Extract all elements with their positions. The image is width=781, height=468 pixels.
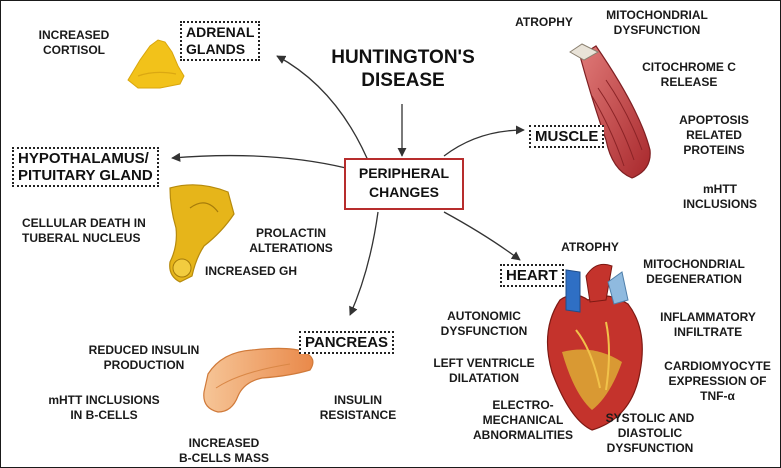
adrenal-gland-icon [128,40,184,88]
effect-mhtt-b-cells: mHTT INCLUSIONS IN B-CELLS [38,393,170,423]
pancreas-box: PANCREAS [299,331,394,354]
effect-systolic: SYSTOLIC AND DIASTOLIC DYSFUNCTION [592,411,708,456]
effect-muscle-mhtt: mHTT INCLUSIONS [676,182,764,212]
disease-title: HUNTINGTON'S DISEASE [318,46,488,92]
effect-inflammatory: INFLAMMATORY INFILTRATE [646,310,770,340]
effect-prolactin: PROLACTIN ALTERATIONS [236,226,346,256]
arrow-to-heart [444,212,520,260]
effect-increased-b-cells: INCREASED B-CELLS MASS [164,436,284,466]
effect-apoptosis: APOPTOSIS RELATED PROTEINS [668,113,760,158]
effect-autonomic: AUTONOMIC DYSFUNCTION [432,309,536,339]
arrow-to-hypothalamus [172,156,346,168]
arrow-to-muscle [444,130,524,156]
effect-left-ventricle: LEFT VENTRICLE DILATATION [420,356,548,386]
effect-heart-mitochondrial: MITOCHONDRIAL DEGENERATION [630,257,758,287]
adrenal-glands-box: ADRENAL GLANDS [180,21,260,61]
effect-insulin-resistance: INSULIN RESISTANCE [302,393,414,423]
effect-cardiomyocyte: CARDIOMYOCYTE EXPRESSION OF TNF-α [654,359,781,404]
effect-reduced-insulin: REDUCED INSULIN PRODUCTION [66,343,222,373]
effect-heart-atrophy: ATROPHY [554,240,626,255]
effect-muscle-mitochondrial: MITOCHONDRIAL DYSFUNCTION [598,8,716,38]
arrow-to-pancreas [350,212,378,315]
effect-electromechanical: ELECTRO- MECHANICAL ABNORMALITIES [456,398,590,443]
muscle-box: MUSCLE [529,125,604,148]
effect-increased-gh: INCREASED GH [196,264,306,279]
effect-citochrome: CITOCHROME C RELEASE [632,60,746,90]
effect-increased-cortisol: INCREASED CORTISOL [26,28,122,58]
peripheral-changes-box: PERIPHERAL CHANGES [344,158,464,210]
hypothalamus-pituitary-box: HYPOTHALAMUS/ PITUITARY GLAND [12,147,159,187]
effect-cellular-death: CELLULAR DEATH IN TUBERAL NUCLEUS [22,216,172,246]
effect-muscle-atrophy: ATROPHY [512,15,576,30]
heart-box: HEART [500,264,564,287]
